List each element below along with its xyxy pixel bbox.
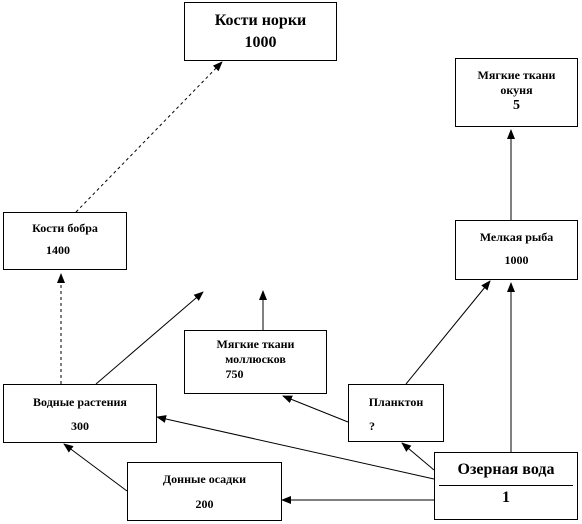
node-lake-water-divider [439,485,573,486]
node-perch-soft-tissue: Мягкие ткани окуня 5 [455,58,578,127]
arrow-sediments-to-plants [63,443,128,492]
node-lake-water-value: 1 [502,489,510,506]
node-bottom-sediments-value: 200 [195,497,214,511]
node-lake-water: Озерная вода 1 [434,452,578,520]
node-mink-bones-value: 1000 [244,34,277,51]
node-mollusks-label-line1: Мягкие ткани [216,337,295,351]
node-bottom-sediments-label: Донные осадки [162,472,247,486]
node-beaver-bones: Кости бобра 1400 [3,212,127,270]
node-bottom-sediments: Донные осадки 200 [127,462,282,521]
node-small-fish-label: Мелкая рыба [479,230,554,244]
node-mink-bones: Кости норки 1000 [184,2,337,61]
node-mollusk-soft-tissue: Мягкие ткани моллюсков 750 [184,330,327,394]
node-aquatic-plants: Водные растения 300 [3,384,157,443]
node-mink-bones-label: Кости норки [214,12,307,29]
arrow-lakewater-to-plankton [401,442,435,471]
arrow-lakewater-to-plants [156,415,435,480]
node-mollusks-value: 750 [225,367,244,381]
arrow-plants-upward [95,291,204,385]
node-small-fish: Мелкая рыба 1000 [455,220,578,280]
node-lake-water-label: Озерная вода [457,461,555,478]
node-aquatic-plants-label: Водные растения [33,395,127,409]
node-perch-label-line2: окуня [500,83,533,97]
node-mollusks-label-line2: моллюсков [225,352,286,366]
node-beaver-bones-label: Кости бобра [32,221,98,235]
node-plankton-label: Планктон [368,395,424,409]
node-perch-value: 5 [513,98,520,113]
arrow-beaver-to-mink [75,61,223,213]
arrow-plankton-to-mollusks [282,395,349,423]
node-aquatic-plants-value: 300 [71,419,89,433]
node-plankton-value: ? [369,419,375,433]
node-perch-label-line1: Мягкие ткани [477,68,556,82]
arrow-plankton-to-smallfish [405,280,491,385]
node-beaver-bones-value: 1400 [46,243,70,257]
node-small-fish-value: 1000 [504,253,529,267]
node-plankton: Планктон ? [348,384,444,442]
